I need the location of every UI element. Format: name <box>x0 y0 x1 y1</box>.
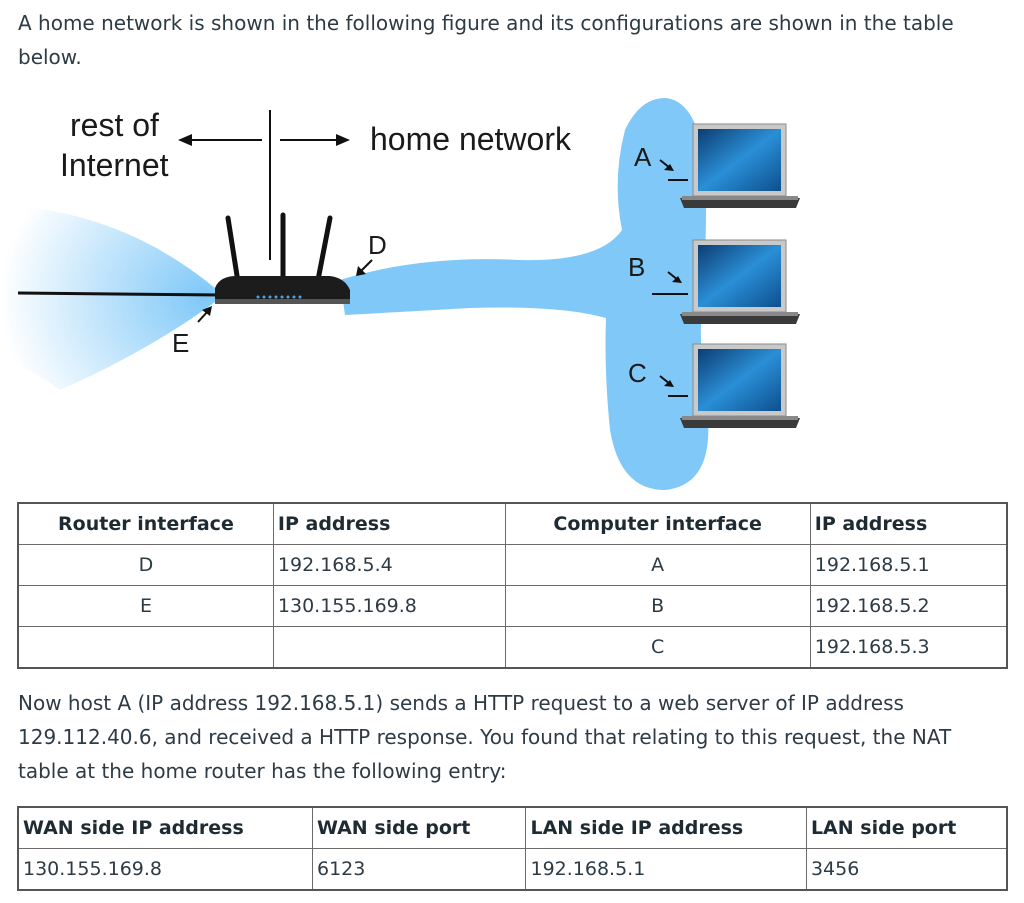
nat-header-wan-ip: WAN side IP address <box>17 806 313 849</box>
laptop-a <box>680 123 800 208</box>
table-cell: C <box>504 626 811 669</box>
table-row: D 192.168.5.4 A 192.168.5.1 <box>17 544 1008 586</box>
table-cell: B <box>504 585 811 627</box>
config-header-router-interface: Router interface <box>17 502 274 545</box>
config-table: Router interface IP address Computer int… <box>17 502 1008 669</box>
interface-label-d: D <box>368 230 387 260</box>
nat-header-wan-port: WAN side port <box>311 806 527 849</box>
intro-paragraph: A home network is shown in the following… <box>18 11 954 69</box>
home-network-cloud <box>340 98 709 490</box>
table-cell: 130.155.169.8 <box>272 585 506 627</box>
question-paragraph: Now host A (IP address 192.168.5.1) send… <box>18 691 952 783</box>
table-row: E 130.155.169.8 B 192.168.5.2 <box>17 585 1008 627</box>
interface-label-b: B <box>628 252 645 282</box>
table-cell: 130.155.169.8 <box>17 848 313 891</box>
table-cell: A <box>504 544 811 586</box>
config-header-ip-address: IP address <box>272 502 506 545</box>
table-cell: E <box>17 585 274 627</box>
table-row: 130.155.169.8 6123 192.168.5.1 3456 <box>17 848 1008 891</box>
rest-of-internet-label-2: Internet <box>60 147 169 183</box>
table-cell: D <box>17 544 274 586</box>
wan-glow-region <box>0 205 215 390</box>
home-network-diagram: rest of Internet home network D E A B C <box>0 98 800 490</box>
table-cell <box>17 626 274 669</box>
table-cell: 6123 <box>311 848 527 891</box>
interface-label-a: A <box>634 142 652 172</box>
config-header-computer-interface: Computer interface <box>504 502 811 545</box>
config-header-ip-address-2: IP address <box>809 502 1008 545</box>
config-table-header-row: Router interface IP address Computer int… <box>17 502 1008 545</box>
interface-label-e: E <box>172 328 189 358</box>
table-row: C 192.168.5.3 <box>17 626 1008 669</box>
table-cell: 3456 <box>805 848 1008 891</box>
table-cell: 192.168.5.4 <box>272 544 506 586</box>
router <box>215 212 350 304</box>
table-cell <box>272 626 506 669</box>
laptop-c <box>680 343 800 428</box>
table-cell: 192.168.5.1 <box>525 848 807 891</box>
nat-table: WAN side IP address WAN side port LAN si… <box>17 806 1008 891</box>
table-cell: 192.168.5.2 <box>809 585 1008 627</box>
rest-of-internet-label-1: rest of <box>70 107 159 143</box>
nat-header-lan-ip: LAN side IP address <box>525 806 807 849</box>
nat-header-lan-port: LAN side port <box>805 806 1008 849</box>
table-cell: 192.168.5.1 <box>809 544 1008 586</box>
interface-label-c: C <box>628 358 647 388</box>
nat-table-header-row: WAN side IP address WAN side port LAN si… <box>17 806 1008 849</box>
table-cell: 192.168.5.3 <box>809 626 1008 669</box>
laptop-b <box>680 239 800 324</box>
home-network-label: home network <box>370 121 572 157</box>
